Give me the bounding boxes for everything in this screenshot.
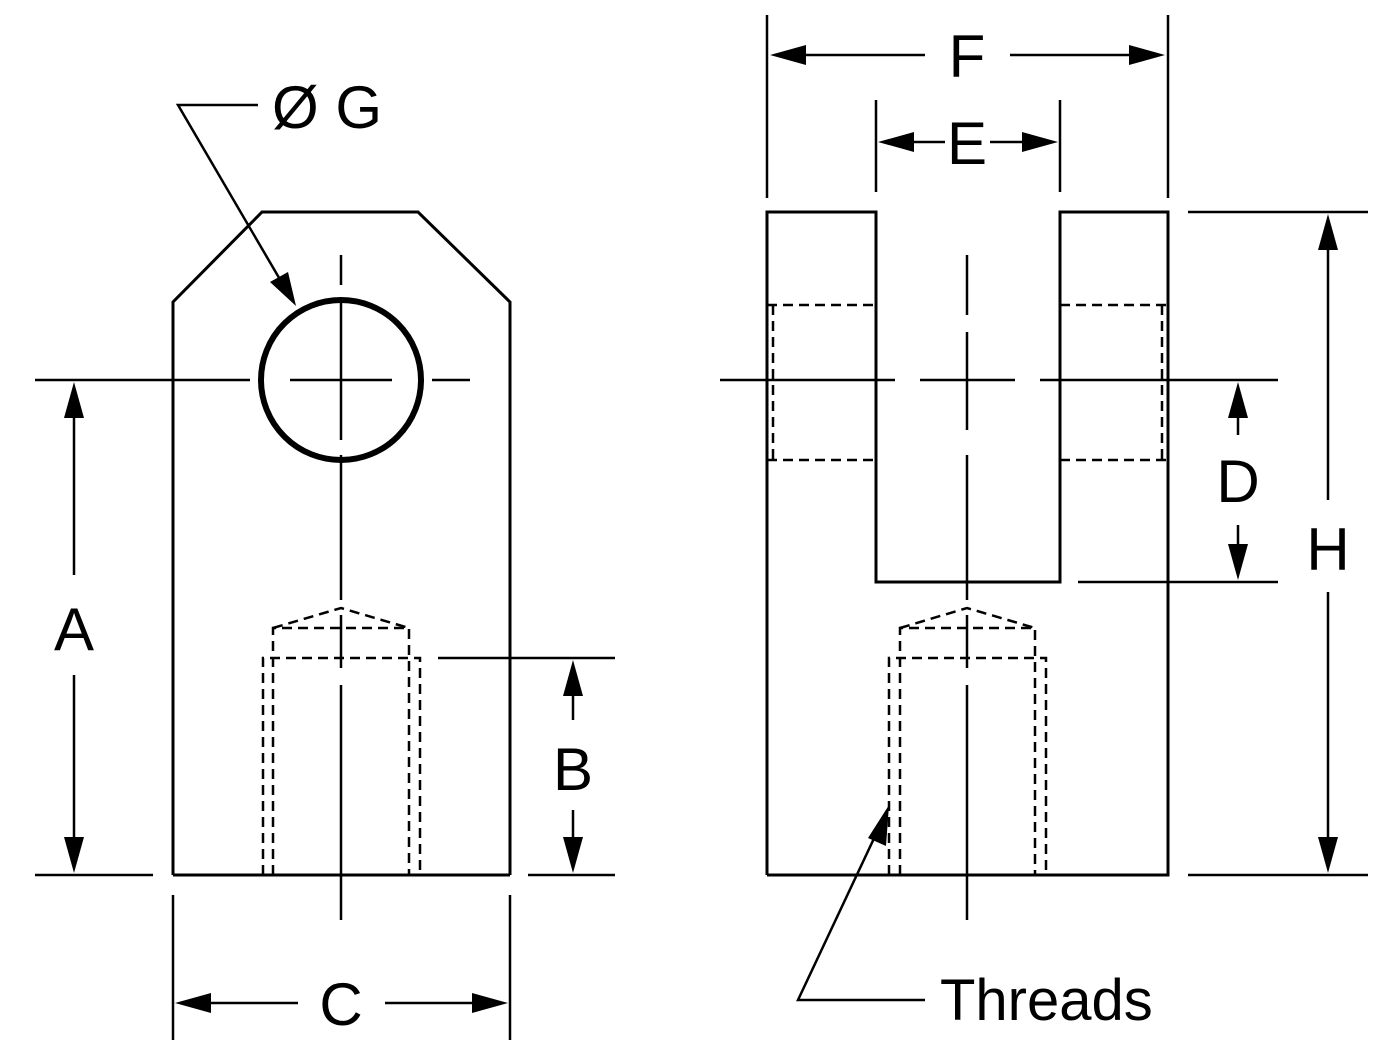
dimension-e: E xyxy=(874,100,1062,192)
dimension-b: B xyxy=(438,656,615,877)
front-view: A B C Ø G xyxy=(35,74,615,1040)
dimension-c: C xyxy=(171,895,512,1040)
side-pin-bore xyxy=(767,303,1168,462)
side-body-outline xyxy=(765,210,1170,877)
dimension-f: F xyxy=(765,15,1170,198)
side-view: F E D H xyxy=(720,15,1368,1033)
label-c: C xyxy=(319,971,362,1038)
front-threaded-hole xyxy=(261,606,422,875)
leader-g: Ø G xyxy=(175,74,382,306)
label-b: B xyxy=(553,736,593,803)
label-a: A xyxy=(54,596,94,663)
label-d: D xyxy=(1216,448,1259,515)
label-threads: Threads xyxy=(940,968,1153,1033)
label-f: F xyxy=(949,23,986,90)
dimension-d: D xyxy=(1078,382,1278,584)
label-g: Ø G xyxy=(272,74,382,141)
side-threaded-hole xyxy=(887,606,1048,875)
label-e: E xyxy=(947,110,987,177)
front-body-outline xyxy=(171,210,512,875)
leader-threads: Threads xyxy=(796,805,1153,1033)
label-h: H xyxy=(1306,516,1349,583)
dimension-h: H xyxy=(1188,210,1368,877)
dimension-a: A xyxy=(35,382,153,877)
